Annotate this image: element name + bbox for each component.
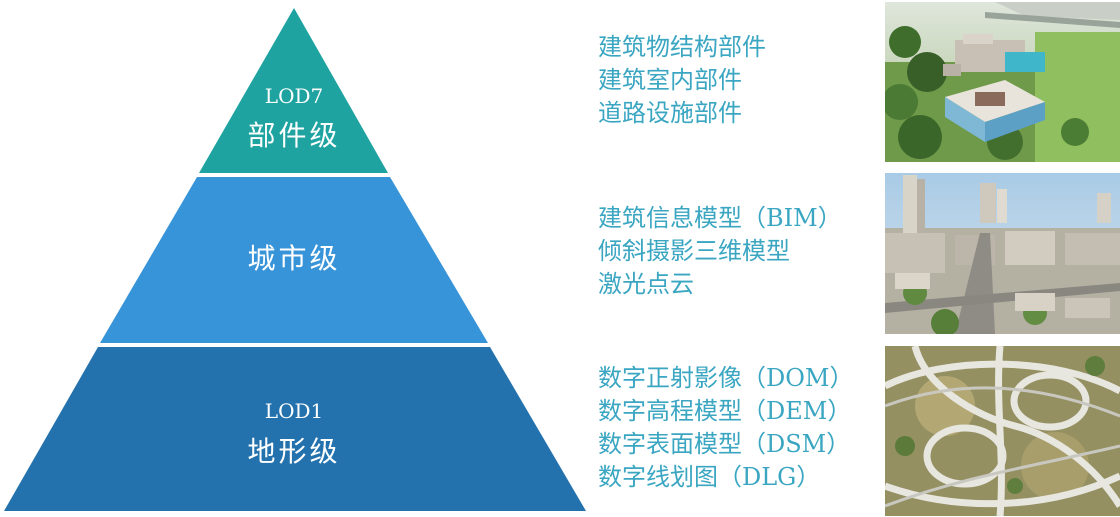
tier-bottom-name: 地形级	[247, 435, 340, 468]
city-aerial-image	[885, 173, 1120, 334]
pyramid-tier-top	[199, 8, 388, 173]
tier-middle-item: 倾斜摄影三维模型	[598, 237, 790, 265]
tier-bottom-item: 数字正射影像（DOM）	[598, 364, 854, 392]
tier-bottom-item: 数字表面模型（DSM）	[598, 430, 851, 458]
campus-aerial-image	[885, 2, 1120, 162]
tier-top-item: 道路设施部件	[598, 99, 742, 127]
pyramid-diagram: LOD7 部件级 城市级 LOD1 地形级	[4, 8, 586, 511]
tier-top-item: 建筑室内部件	[598, 66, 742, 94]
tier-top-name: 部件级	[247, 119, 340, 152]
tier-top-items: 建筑物结构部件 建筑室内部件 道路设施部件	[598, 31, 766, 130]
pyramid-tier-middle	[100, 177, 488, 343]
tier-bottom-item: 数字线划图（DLG）	[598, 463, 821, 491]
tier-bottom-items: 数字正射影像（DOM） 数字高程模型（DEM） 数字表面模型（DSM） 数字线划…	[598, 362, 854, 494]
tier-middle-item: 激光点云	[598, 270, 694, 298]
pyramid-tier-bottom	[4, 347, 586, 511]
tier-middle-name: 城市级	[247, 242, 340, 275]
tier-bottom-code: LOD1	[265, 399, 323, 423]
tier-middle-items: 建筑信息模型（BIM） 倾斜摄影三维模型 激光点云	[598, 202, 842, 301]
tier-top-item: 建筑物结构部件	[598, 33, 766, 61]
highway-interchange-image	[885, 346, 1120, 516]
tier-bottom-item: 数字高程模型（DEM）	[598, 397, 852, 425]
tier-top-code: LOD7	[265, 84, 323, 108]
tier-middle-item: 建筑信息模型（BIM）	[598, 204, 842, 232]
